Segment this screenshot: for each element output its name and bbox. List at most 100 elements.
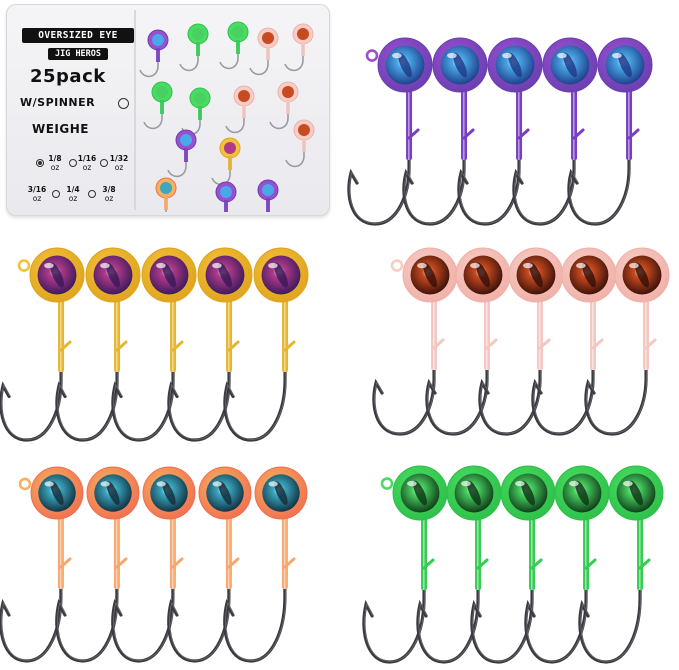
hook <box>470 582 534 664</box>
hook <box>347 152 411 226</box>
jig-head-pink-3 <box>478 247 564 436</box>
jig-head-purple-blue-3 <box>457 37 543 226</box>
package-label: OVERSIZED EYE JIG HEROS 25pack W/SPINNER… <box>12 18 134 214</box>
pupil <box>521 480 535 506</box>
hook <box>402 152 466 226</box>
hook <box>524 582 588 664</box>
jig-head-orange-2 <box>55 466 140 663</box>
pupil <box>575 480 589 506</box>
jig-head-green-5 <box>578 465 664 664</box>
line-eyelet <box>18 477 32 491</box>
jig-head-orange-4 <box>167 466 252 663</box>
jig-head-orange-3 <box>111 466 196 663</box>
pupil <box>162 481 176 505</box>
jig-head-green-2 <box>416 465 502 664</box>
weight-radio-6 <box>88 190 96 198</box>
jig-head-purple-blue-5 <box>567 37 653 226</box>
spinner-label: W/SPINNER <box>20 96 96 109</box>
boxed-jig-15 <box>257 179 279 212</box>
hook <box>223 364 287 442</box>
boxed-jig-3 <box>219 21 249 70</box>
brand-subtitle: JIG HEROS <box>48 48 108 60</box>
pupil <box>106 262 120 288</box>
pupil <box>398 52 412 78</box>
pupil <box>274 481 288 505</box>
boxed-jig-4 <box>249 27 279 76</box>
boxed-jig-10 <box>167 129 197 178</box>
box-contents <box>139 21 315 212</box>
line-eyelet <box>390 259 404 272</box>
hook <box>531 362 595 436</box>
pupil <box>476 262 490 288</box>
weight-radio-1 <box>36 159 44 167</box>
jig-head-purple-blue-4 <box>512 37 598 226</box>
jig-head-orange-1 <box>0 466 84 663</box>
hook <box>416 582 480 664</box>
jig-row-green <box>362 465 664 664</box>
tackle-box: OVERSIZED EYE JIG HEROS 25pack W/SPINNER… <box>6 4 330 216</box>
pupil <box>274 262 288 288</box>
hook <box>0 364 63 442</box>
pupil <box>529 262 543 288</box>
pupil <box>162 262 176 288</box>
jig-head-yellow-5 <box>223 247 309 442</box>
boxed-jig-12 <box>285 119 315 168</box>
spinner-checkbox <box>118 98 129 109</box>
hook <box>578 582 642 664</box>
jig-head-pink-1 <box>372 247 458 436</box>
pupil <box>218 262 232 288</box>
pack-count: 25pack <box>30 66 106 87</box>
pupil <box>467 480 481 506</box>
jig-head-pink-4 <box>531 247 617 436</box>
hook <box>372 362 436 436</box>
hook <box>457 152 521 226</box>
jig-head-yellow-1 <box>0 247 85 442</box>
jig-head-purple-blue-2 <box>402 37 488 226</box>
pupil <box>453 52 467 78</box>
boxed-jig-13 <box>155 177 177 212</box>
hook <box>223 581 287 663</box>
pupil <box>413 480 427 506</box>
hook <box>425 362 489 436</box>
hook <box>0 581 63 663</box>
line-eyelet <box>380 477 394 490</box>
jig-head-yellow-2 <box>55 247 141 442</box>
box-divider <box>134 10 136 210</box>
pupil <box>508 52 522 78</box>
boxed-jig-8 <box>225 85 255 134</box>
weight-radio-5 <box>52 190 60 198</box>
boxed-jig-5 <box>284 23 314 72</box>
pupil <box>50 481 64 505</box>
boxed-jig-1 <box>139 29 169 78</box>
weight-title: WEIGHE <box>32 122 89 136</box>
hook <box>584 362 648 436</box>
hook <box>55 364 119 442</box>
boxed-jig-11 <box>211 137 241 186</box>
hook <box>55 581 119 663</box>
jig-row-orange <box>0 466 308 663</box>
hook <box>167 581 231 663</box>
pupil <box>106 481 120 505</box>
boxed-jig-9 <box>269 81 299 130</box>
pupil <box>629 480 643 506</box>
jig-head-orange-5 <box>223 466 308 663</box>
hook <box>478 362 542 436</box>
brand-title: OVERSIZED EYE <box>22 28 134 43</box>
weight-radio-2 <box>69 159 77 167</box>
hook <box>567 152 631 226</box>
pupil <box>582 262 596 288</box>
jig-row-yellow <box>0 247 309 442</box>
jig-row-pink <box>372 247 670 436</box>
hook <box>111 581 175 663</box>
jig-head-purple-blue-1 <box>347 37 433 226</box>
pupil <box>218 481 232 505</box>
jig-head-green-4 <box>524 465 610 664</box>
pupil <box>423 262 437 288</box>
